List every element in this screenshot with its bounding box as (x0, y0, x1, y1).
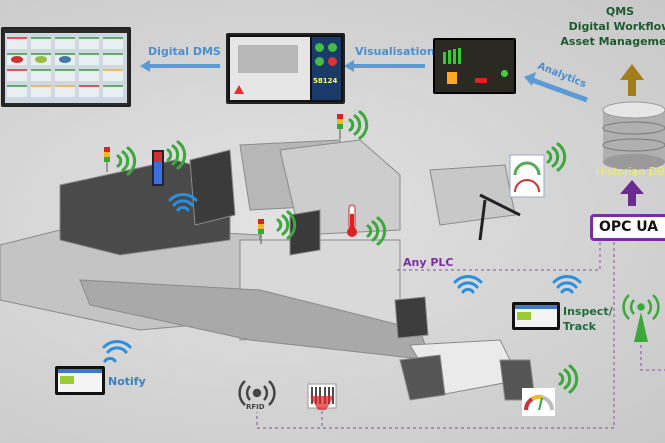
digital-dms-dashboard (1, 27, 131, 107)
gauge-icon (509, 154, 545, 198)
factory-floor (0, 139, 536, 401)
stack-light-icon (337, 114, 343, 139)
wifi-icon (348, 110, 369, 140)
digital-dms-label: Digital DMS (148, 45, 221, 58)
arrow-visualisation (344, 60, 425, 72)
wifi-icon (558, 364, 579, 394)
qms-label: QMS (605, 5, 635, 18)
opc-ua-badge: OPC UA (590, 214, 665, 241)
plc-network-lines (256, 242, 665, 429)
analytics-screen (433, 38, 516, 94)
wifi-icon (102, 340, 132, 363)
wifi-icon (168, 193, 198, 212)
wifi-icon (116, 146, 137, 176)
production-counter: 58124 (313, 77, 338, 85)
stack-light-icon (258, 219, 264, 244)
visualisation-label: Visualisation (355, 45, 435, 58)
wifi-icon (546, 142, 567, 172)
antenna-icon (622, 294, 660, 342)
rfid-icon (238, 380, 276, 406)
inspect-label: Inspect/ (563, 305, 613, 318)
historian-db-label: Historian DB (596, 165, 665, 178)
thermometer-icon (347, 204, 357, 237)
arrow-gold-up (620, 64, 644, 96)
arrow-analytics (524, 72, 588, 103)
wifi-icon (366, 216, 387, 246)
pie-chart-icon (35, 56, 47, 63)
arrow-purple-up (620, 180, 644, 206)
gauge-icon (522, 388, 555, 416)
inspect-tablet (512, 302, 560, 330)
rfid-label: RFID (246, 403, 265, 411)
arrow-digital-dms (140, 60, 220, 72)
wifi-icon (552, 275, 582, 294)
enterprise-systems-label: QMS Digital Workflow Asset Management (560, 4, 665, 49)
notify-tablet (55, 366, 105, 395)
barcode-scanner-icon (307, 383, 337, 410)
wifi-icon (453, 275, 483, 294)
pie-chart-icon (59, 56, 71, 63)
asset-management-label: Asset Management (560, 35, 665, 48)
visualisation-screen: 58124 (226, 33, 345, 104)
any-plc-label: Any PLC (403, 256, 454, 269)
wifi-icon (166, 140, 187, 170)
notify-label: Notify (108, 375, 146, 388)
wifi-icon (276, 210, 297, 240)
track-label: Track (563, 320, 596, 333)
digital-workflow-label: Digital Workflow (568, 20, 665, 33)
pie-chart-icon (11, 56, 23, 63)
database-icon (602, 101, 665, 170)
warning-icon (234, 85, 244, 94)
inspect-track-label: Inspect/ Track (563, 304, 613, 334)
stack-light-icon (104, 147, 110, 172)
opc-ua-label: OPC UA (599, 219, 659, 235)
level-indicator-icon (152, 150, 164, 186)
